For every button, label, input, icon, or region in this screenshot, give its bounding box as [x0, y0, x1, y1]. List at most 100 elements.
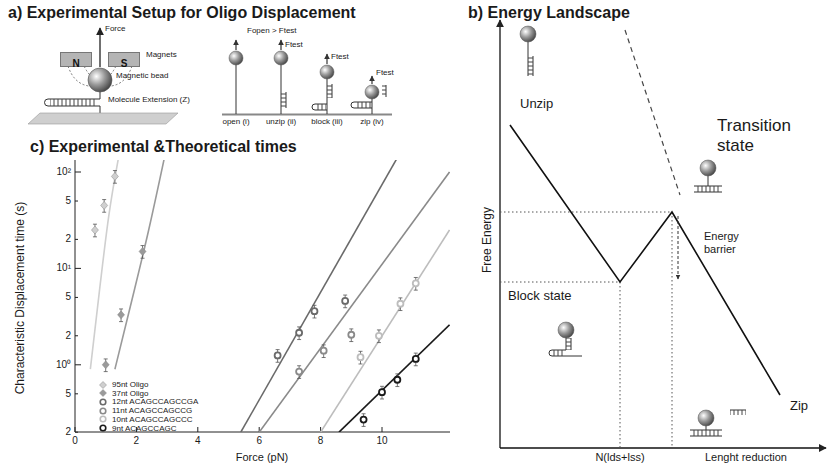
axis-tick-label: 2 [134, 435, 140, 447]
axis-title: Free Energy [480, 207, 494, 273]
data-point [413, 277, 419, 290]
legend-text: 37nt Oligo [112, 389, 148, 398]
energy-landscape [500, 20, 826, 448]
data-point [379, 386, 385, 399]
axis-tick-label: 10 [376, 435, 387, 447]
magnet-box: S [108, 52, 140, 67]
data-point [348, 329, 354, 342]
axis-tick-label: 8 [318, 435, 324, 447]
barrier-label: Energy barrier [702, 230, 768, 256]
axis-tick-label: N(lds+lss) [595, 451, 644, 464]
panel-title: b) Energy Landscape [468, 3, 630, 22]
theory-curve [339, 325, 450, 432]
state-label: Transition state [717, 116, 813, 157]
legend-text: 9nt ACAGCCAGC [112, 424, 176, 433]
legend-row: 95nt Oligo [98, 380, 148, 389]
axis-title: Lenght reduction [705, 451, 787, 464]
force-label: Ftest [376, 68, 394, 78]
axis-tick-label: 2 [65, 426, 71, 438]
data-point [275, 350, 281, 363]
chart-axes [75, 160, 450, 432]
state-label: open (i) [222, 117, 249, 127]
data-point [311, 305, 317, 318]
legend-row: 11nt ACAGCCAGCCG [98, 406, 192, 415]
axis-tick-label: 5 [65, 195, 71, 207]
data-point [358, 351, 364, 364]
data-point [101, 200, 108, 213]
tick-mark [75, 239, 78, 240]
tick-mark [75, 393, 78, 394]
axis-tick-label: 6 [256, 435, 262, 447]
tick-mark [75, 427, 76, 432]
data-point [321, 345, 327, 358]
legend-text: 11nt ACAGCCAGCCG [112, 406, 192, 415]
legend-text: 95nt Oligo [112, 380, 148, 389]
legend-row: 12nt ACAGCCAGCCGA [98, 397, 198, 406]
magnet-box: N [60, 52, 92, 67]
state-label: Unzip [520, 96, 553, 112]
theory-curve [90, 160, 119, 369]
legend-marker [98, 424, 108, 432]
data-point [394, 374, 400, 387]
data-point [111, 171, 118, 184]
axis-tick-label: 2 [65, 330, 71, 342]
legend-text: 10nt ACAGCCAGCCC [112, 415, 192, 424]
axis-title: Characteristic Displacement time (s) [13, 202, 27, 395]
data-point [139, 246, 146, 259]
data-point [296, 327, 302, 340]
axis-tick-label: 5 [65, 291, 71, 303]
data-point [118, 309, 125, 322]
legend-marker [98, 381, 108, 389]
magnet-pole: S [121, 57, 128, 70]
panel-title: a) Experimental Setup for Oligo Displace… [8, 3, 356, 22]
bead-label: Magnetic bead [116, 71, 168, 81]
magnets-label: Magnets [146, 50, 177, 60]
legend-row: 37nt Oligo [98, 389, 148, 398]
data-point [342, 295, 348, 308]
axis-title: Force (pN) [236, 451, 289, 464]
state-label: Block state [508, 288, 572, 304]
tick-mark [75, 268, 81, 269]
legend-row: 9nt ACAGCCAGC [98, 424, 176, 433]
axis-tick-label: 5 [65, 388, 71, 400]
state-label: Zip [790, 398, 808, 414]
force-label: Force [105, 24, 125, 34]
data-point [376, 330, 382, 343]
tick-mark [382, 427, 383, 432]
axis-tick-label: 10¹ [57, 262, 71, 274]
tick-mark [75, 297, 78, 298]
state-label: unzip (ii) [266, 117, 296, 127]
data-point [361, 414, 367, 427]
tick-mark [197, 427, 198, 432]
magnet-pole: N [72, 57, 79, 70]
extension-label: Molecule Extension (Z) [108, 95, 190, 105]
force-label: Ftest [331, 52, 349, 62]
tweezers-setup [28, 28, 178, 124]
legend-marker [98, 398, 108, 406]
legend-text: 12nt ACAGCCAGCCGA [112, 397, 198, 406]
theory-curve [115, 160, 166, 369]
data-point [91, 224, 98, 237]
tick-mark [75, 172, 81, 173]
force-label: Ftest [285, 40, 303, 50]
state-label: zip (iv) [360, 117, 384, 127]
theory-curve [321, 230, 450, 432]
tick-mark [75, 364, 81, 365]
tick-mark [75, 201, 78, 202]
axis-tick-label: 2 [65, 233, 71, 245]
panel-title: c) Experimental &Theoretical times [30, 137, 297, 156]
legend-marker [98, 389, 108, 397]
data-point [102, 359, 109, 372]
data-point [296, 366, 302, 379]
legend-row: 10nt ACAGCCAGCCC [98, 415, 192, 424]
axis-tick-label: 4 [195, 435, 201, 447]
axis-tick-label: 10² [57, 166, 71, 178]
data-point [413, 353, 419, 366]
theory-curve [241, 160, 401, 432]
force-condition: Fopen > Ftest [247, 26, 297, 36]
axis-tick-label: 10⁰ [56, 359, 71, 371]
theory-curve [259, 172, 449, 432]
legend-marker [98, 407, 108, 415]
data-point [397, 298, 403, 311]
